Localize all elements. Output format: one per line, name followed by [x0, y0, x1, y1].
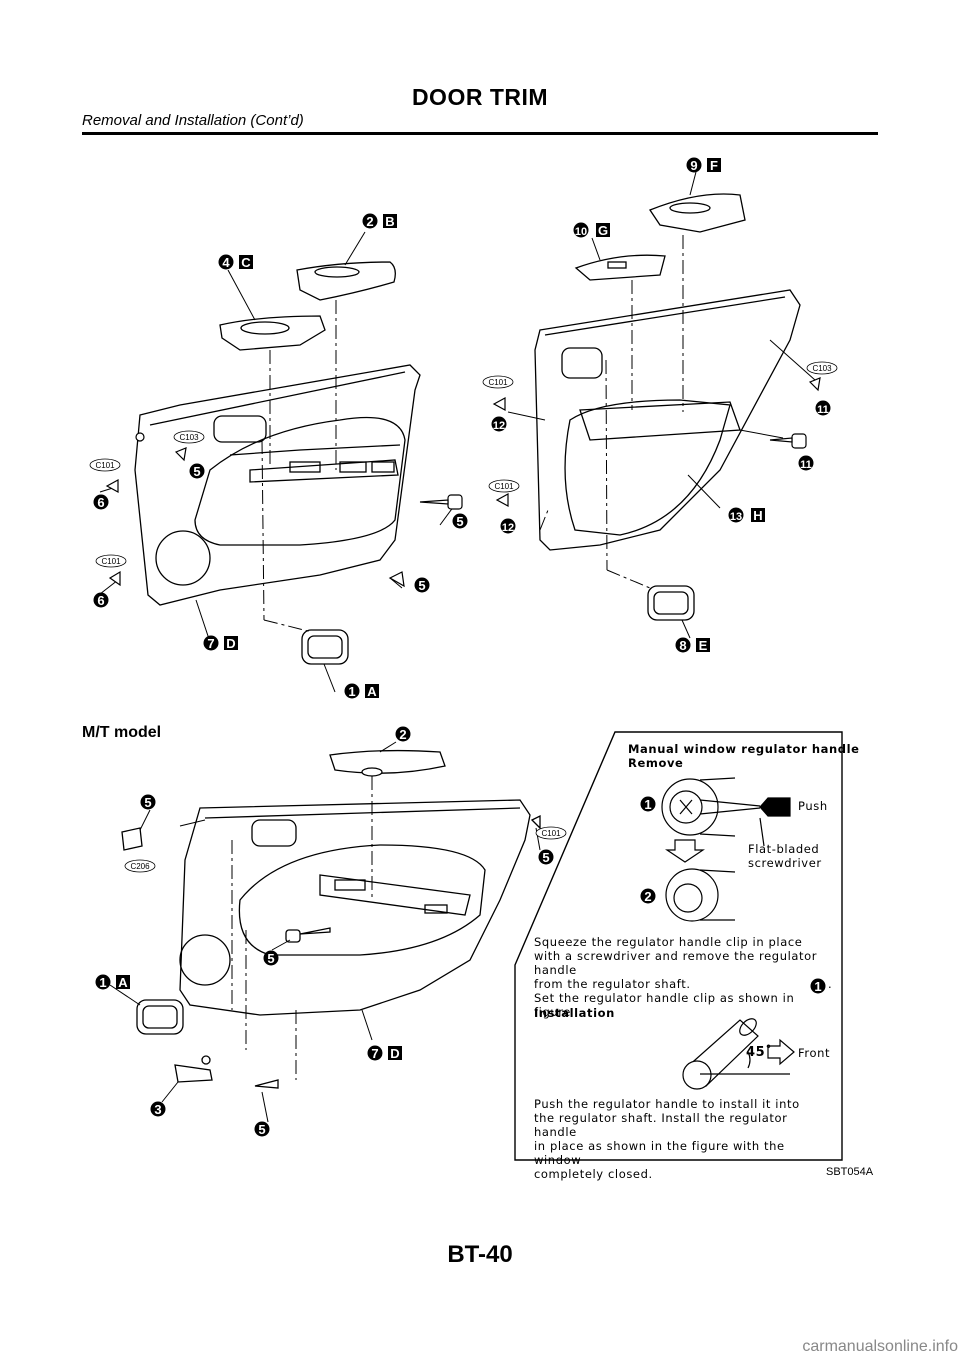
callout-11: 11 — [800, 459, 812, 471]
clip-code: C206 — [130, 862, 150, 871]
callout-5: 5 — [456, 514, 463, 529]
remove-instructions: Squeeze the regulator handle clip in pla… — [534, 935, 818, 1019]
front-callouts — [93, 213, 468, 699]
callout-letter-A: A — [367, 684, 377, 699]
callout-letter-H: H — [753, 508, 762, 523]
callout-11: 11 — [817, 404, 829, 416]
callout-letter-D: D — [390, 1046, 399, 1061]
callout-12: 12 — [502, 522, 514, 534]
callout-3: 3 — [154, 1102, 161, 1117]
panel-subtitle: Remove — [628, 756, 684, 770]
callout-5: 5 — [267, 951, 274, 966]
mt-handle-clip — [174, 1064, 213, 1083]
tool-label: Flat-bladed screwdriver — [748, 842, 822, 870]
install-instructions: Push the regulator handle to install it … — [534, 1097, 800, 1181]
callout-7: 7 — [371, 1046, 378, 1061]
callout-9: 9 — [690, 158, 697, 173]
clip-code: C101 — [541, 829, 561, 838]
page-number: BT-40 — [447, 1241, 513, 1268]
mt-callouts — [95, 726, 554, 1137]
callout-letter-F: F — [710, 158, 718, 173]
callout-6: 6 — [97, 495, 104, 510]
clip-code: C103 — [179, 433, 199, 442]
clip-code: C101 — [95, 461, 115, 470]
angle-label: 45˚ — [746, 1045, 773, 1060]
callout-6: 6 — [97, 593, 104, 608]
install-diagram — [682, 1018, 795, 1090]
callout-4: 4 — [222, 255, 230, 270]
page-subtitle: Removal and Installation (Cont’d) — [82, 112, 304, 129]
period: . — [828, 977, 833, 991]
rear-callouts — [491, 157, 831, 653]
callout-2: 2 — [366, 214, 373, 229]
callout-5: 5 — [144, 795, 151, 810]
panel-title: Manual window regulator handle — [628, 742, 860, 756]
step-2-label: 2 — [644, 889, 651, 904]
callout-letter-G: G — [598, 223, 608, 238]
push-label: Push — [798, 799, 828, 813]
callout-2: 2 — [399, 727, 406, 742]
step-1-label: 1 — [644, 797, 651, 812]
header-rule — [82, 132, 878, 135]
callout-letter-B: B — [385, 214, 394, 229]
callout-7: 7 — [207, 636, 214, 651]
page-title: DOOR TRIM — [411, 84, 549, 110]
callout-1: 1 — [348, 684, 355, 699]
instruction-panel-frame — [514, 731, 843, 1161]
remove-diagram — [661, 777, 791, 922]
mt-door-trim — [179, 799, 531, 1016]
figure-ref-label: 1 — [814, 979, 821, 994]
watermark: carmanualsonline.info — [802, 1338, 958, 1355]
callout-10: 10 — [575, 226, 587, 238]
callout-letter-E: E — [699, 638, 708, 653]
clip-code: C101 — [494, 482, 514, 491]
clip-code: C101 — [488, 378, 508, 387]
clip-code: C101 — [101, 557, 121, 566]
callout-13: 13 — [730, 511, 742, 523]
mt-pull-handle-part — [329, 749, 446, 774]
callout-1: 1 — [99, 975, 106, 990]
installation-title: Installation — [534, 1006, 615, 1020]
callout-8: 8 — [679, 638, 686, 653]
callout-letter-C: C — [241, 255, 251, 270]
callout-letter-D: D — [226, 636, 235, 651]
callout-5: 5 — [193, 464, 200, 479]
front-label: Front — [798, 1046, 831, 1060]
front-door-trim — [134, 364, 421, 606]
callout-5: 5 — [418, 578, 425, 593]
callout-letter-A: A — [118, 975, 128, 990]
callout-12: 12 — [493, 420, 505, 432]
mt-model-label: M/T model — [82, 724, 162, 741]
clip-code: C103 — [812, 364, 832, 373]
figure-code: SBT054A — [826, 1166, 874, 1178]
callout-5: 5 — [542, 850, 549, 865]
callout-5: 5 — [258, 1122, 265, 1137]
